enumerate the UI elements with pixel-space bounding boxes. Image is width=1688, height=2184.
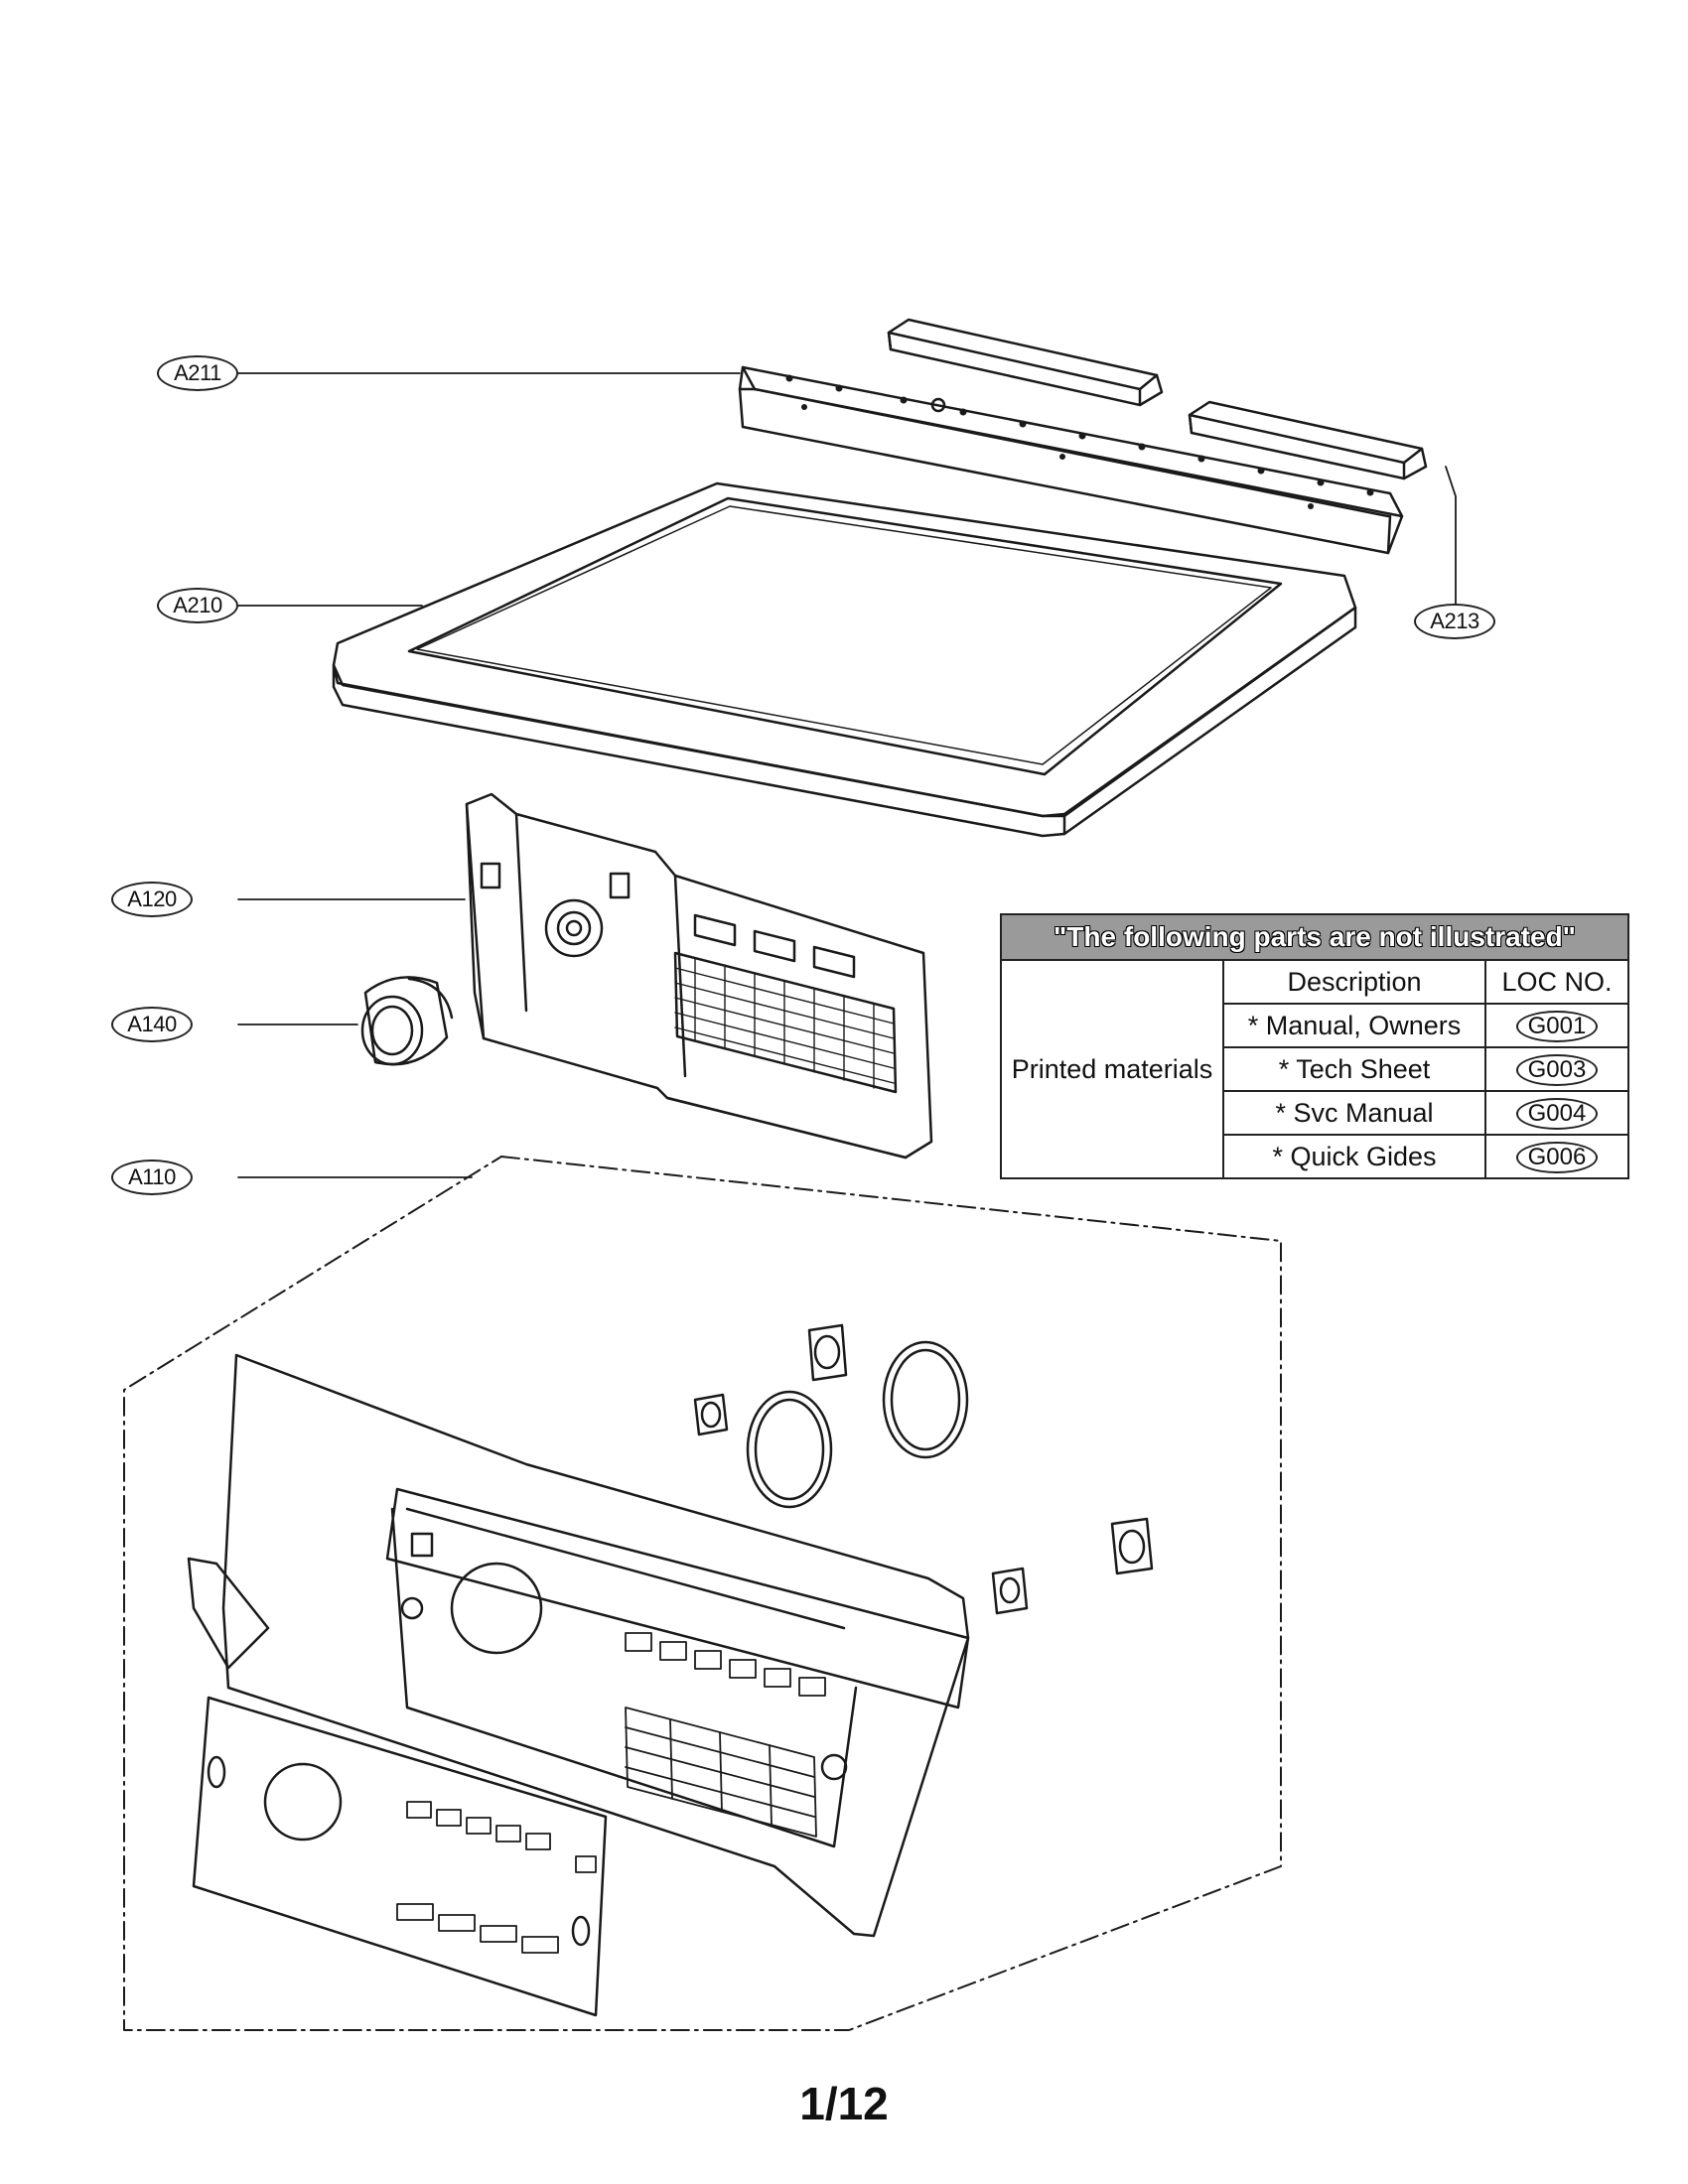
knob-rings-and-buttons xyxy=(693,1323,1154,1615)
table-group-label: Printed materials xyxy=(1000,959,1224,1179)
table-banner: "The following parts are not illustrated… xyxy=(1000,913,1629,961)
callout-a120: A120 xyxy=(111,882,193,917)
control-panel-group-outline xyxy=(123,1156,1282,2031)
row-loc-cell: G004 xyxy=(1484,1090,1629,1136)
hinge-bracket-part xyxy=(738,365,1404,555)
table-header-description: Description xyxy=(1222,959,1486,1005)
row-description: * Svc Manual xyxy=(1222,1090,1486,1136)
row-loc-cell: G006 xyxy=(1484,1134,1629,1179)
callout-a210: A210 xyxy=(157,588,238,623)
control-panel-part xyxy=(187,1353,970,1938)
row-loc: G001 xyxy=(1515,1010,1599,1042)
table-row: * Manual, Owners G001 xyxy=(1001,1003,1629,1048)
row-loc: G003 xyxy=(1515,1053,1599,1086)
table-row: * Tech Sheet G003 xyxy=(1001,1046,1629,1092)
row-description: * Tech Sheet xyxy=(1222,1046,1486,1092)
pcb-assembly-part xyxy=(465,792,933,1160)
table-header-loc: LOC NO. xyxy=(1484,959,1629,1005)
top-plate-part xyxy=(332,481,1357,838)
table-row: * Svc Manual G004 xyxy=(1001,1090,1629,1136)
hinge-cover-part xyxy=(887,318,1428,480)
callout-a110: A110 xyxy=(111,1160,193,1195)
table-row: * Quick Gides G006 xyxy=(1001,1134,1629,1179)
row-description: * Manual, Owners xyxy=(1222,1003,1486,1048)
row-loc-cell: G003 xyxy=(1484,1046,1629,1092)
knob-part xyxy=(360,976,454,1066)
callout-a211: A211 xyxy=(157,355,238,391)
not-illustrated-parts-table: "The following parts are not illustrated… xyxy=(1000,913,1629,1179)
callout-a213: A213 xyxy=(1414,604,1495,639)
row-description: * Quick Gides xyxy=(1222,1134,1486,1179)
callout-a140: A140 xyxy=(111,1007,193,1042)
row-loc: G004 xyxy=(1515,1097,1599,1130)
row-loc: G006 xyxy=(1515,1141,1599,1173)
page-number: 1/12 xyxy=(799,2078,889,2129)
leader-lines xyxy=(237,372,1457,1178)
overlay-panel-part xyxy=(192,1696,608,2017)
row-loc-cell: G001 xyxy=(1484,1003,1629,1048)
